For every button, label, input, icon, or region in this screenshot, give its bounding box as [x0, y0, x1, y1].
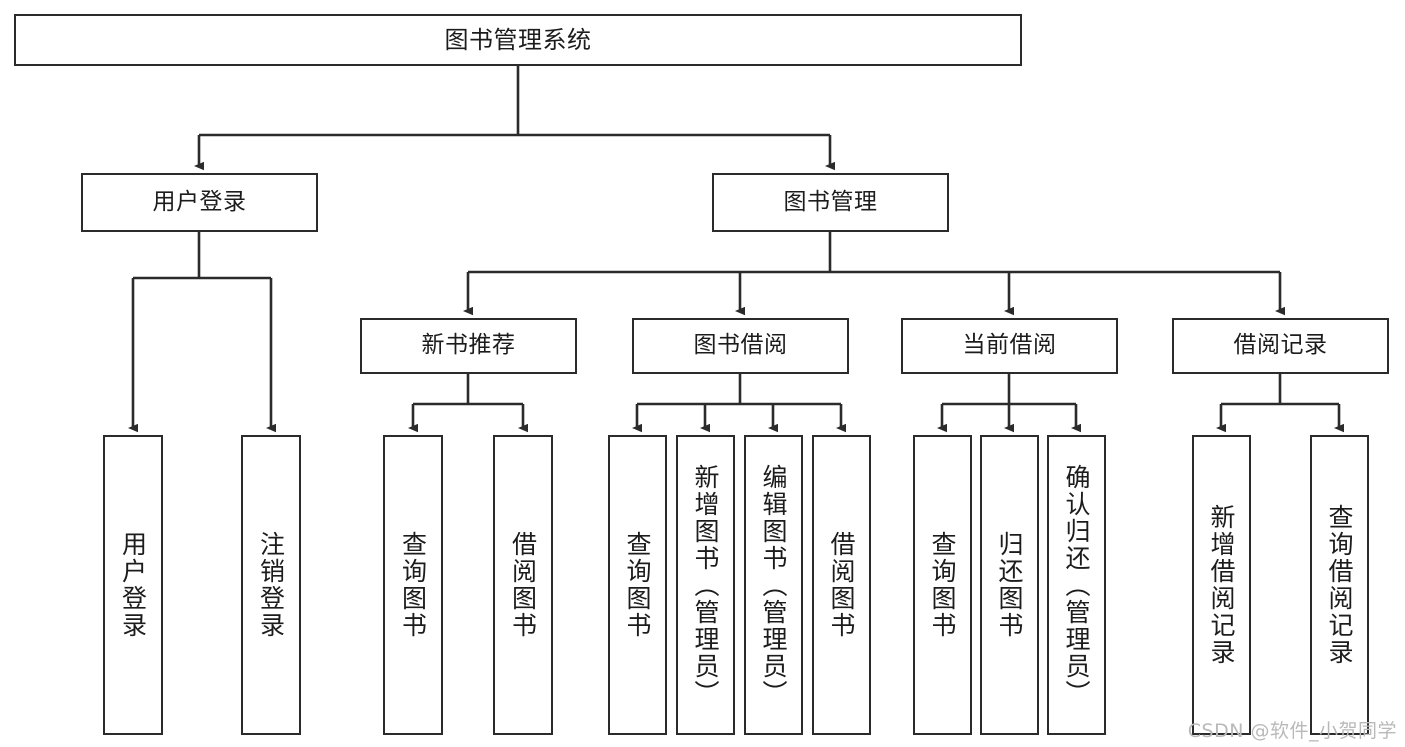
node-label: 借阅图书 — [508, 531, 538, 639]
node-label: 用户登录 — [118, 531, 148, 639]
node-book-management[interactable]: 图书管理 — [712, 173, 949, 232]
leaf-user-login[interactable]: 用户登录 — [103, 435, 163, 735]
node-label: 图书管理系统 — [444, 25, 592, 54]
leaf-logout-login[interactable]: 注销登录 — [241, 435, 301, 735]
leaf-borrow-book-2[interactable]: 借阅图书 — [812, 435, 871, 735]
leaf-borrow-book-1[interactable]: 借阅图书 — [493, 435, 553, 735]
node-new-book-recommend[interactable]: 新书推荐 — [360, 318, 577, 374]
node-label: 确认归还（管理员） — [1062, 463, 1091, 707]
leaf-edit-book[interactable]: 编辑图书（管理员） — [744, 435, 803, 735]
node-current-borrow[interactable]: 当前借阅 — [901, 318, 1118, 374]
node-label: 用户登录 — [152, 188, 247, 215]
node-label: 借阅记录 — [1233, 332, 1328, 359]
node-label: 编辑图书（管理员） — [759, 463, 788, 707]
node-book-borrow[interactable]: 图书借阅 — [632, 318, 849, 374]
leaf-query-book-1[interactable]: 查询图书 — [383, 435, 443, 735]
node-label: 新书推荐 — [421, 332, 516, 359]
node-label: 新增图书（管理员） — [691, 463, 720, 707]
leaf-query-book-3[interactable]: 查询图书 — [913, 435, 972, 735]
node-label: 当前借阅 — [962, 332, 1057, 359]
csdn-watermark: CSDN @软件_小贺同学 — [1187, 720, 1397, 742]
node-label: 注销登录 — [256, 531, 286, 639]
node-label: 图书管理 — [783, 188, 878, 215]
leaf-add-borrow-record[interactable]: 新增借阅记录 — [1192, 435, 1251, 735]
leaf-confirm-return[interactable]: 确认归还（管理员） — [1047, 435, 1106, 735]
node-borrow-record[interactable]: 借阅记录 — [1172, 318, 1389, 374]
node-label: 归还图书 — [995, 531, 1024, 639]
node-label: 查询借阅记录 — [1325, 504, 1354, 666]
leaf-return-book[interactable]: 归还图书 — [980, 435, 1039, 735]
node-label: 查询图书 — [928, 531, 957, 639]
leaf-add-book[interactable]: 新增图书（管理员） — [676, 435, 735, 735]
leaf-query-borrow-record[interactable]: 查询借阅记录 — [1310, 435, 1369, 735]
node-user-login[interactable]: 用户登录 — [81, 173, 318, 232]
node-label: 新增借阅记录 — [1207, 504, 1236, 666]
node-label: 图书借阅 — [693, 332, 788, 359]
node-label: 查询图书 — [623, 531, 652, 639]
node-book-management-system[interactable]: 图书管理系统 — [14, 14, 1022, 66]
node-label: 查询图书 — [398, 531, 428, 639]
node-label: 借阅图书 — [827, 531, 856, 639]
leaf-query-book-2[interactable]: 查询图书 — [608, 435, 667, 735]
